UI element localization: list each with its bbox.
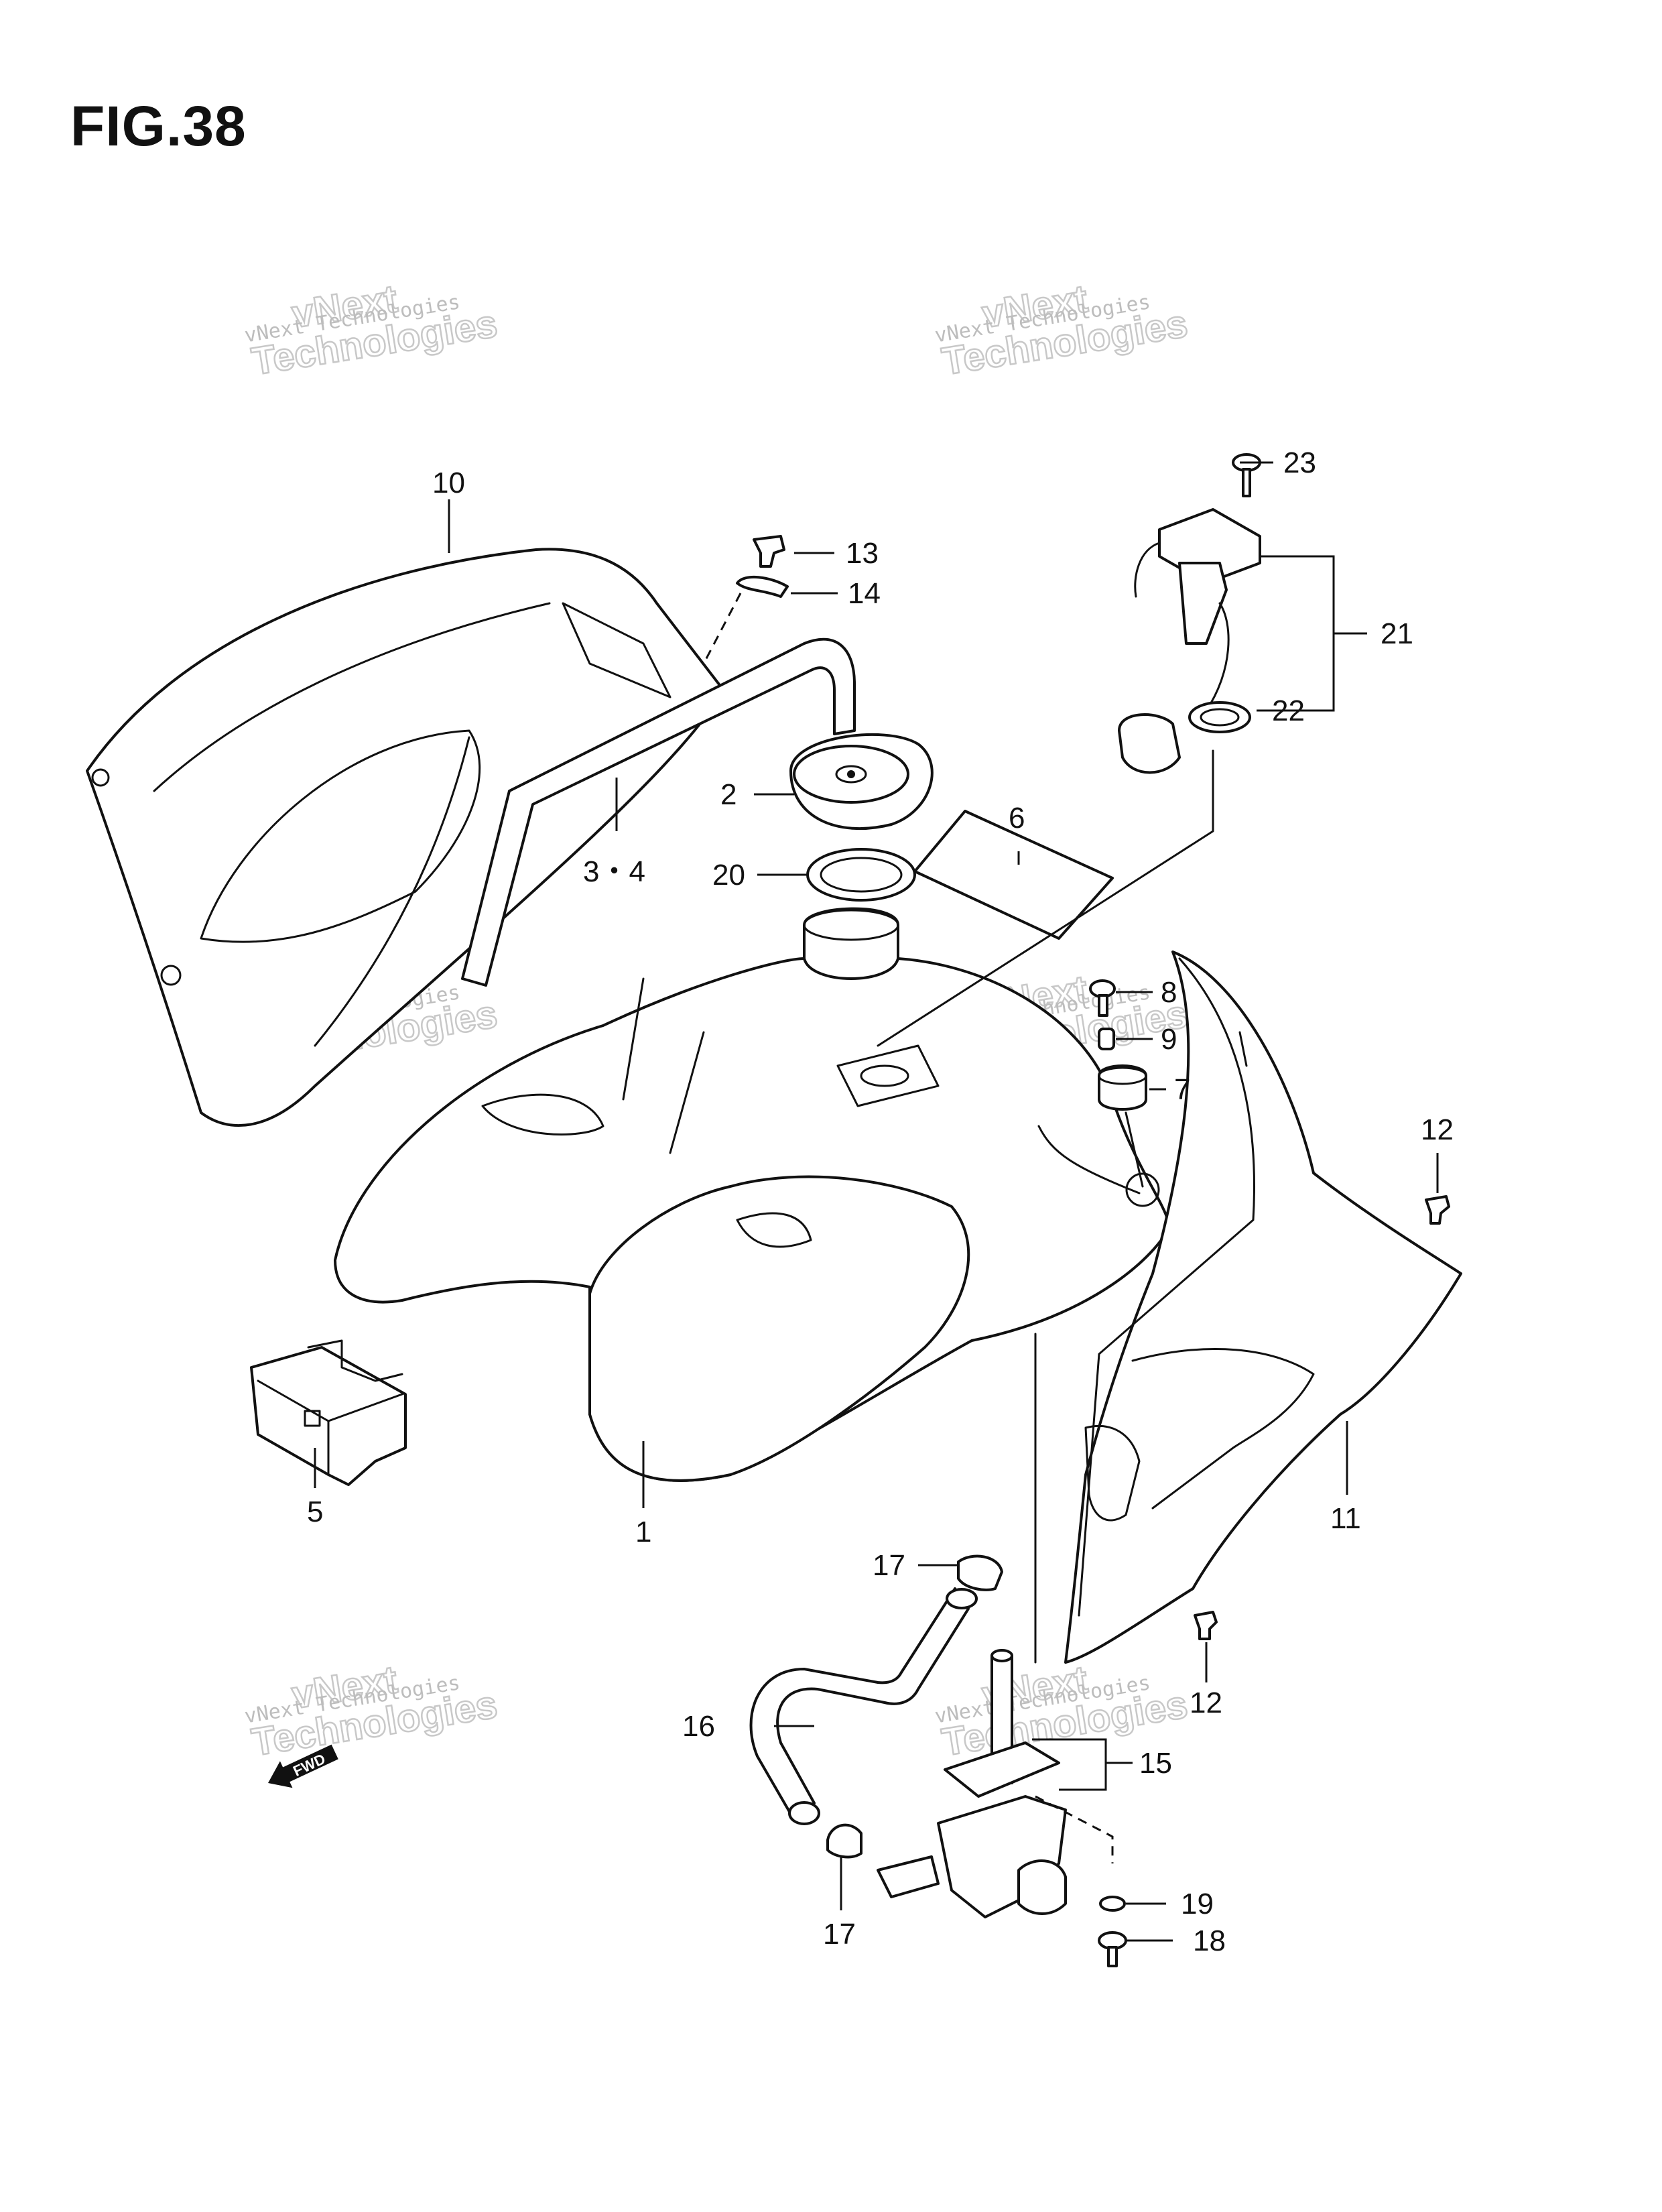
callout-labels: 10 13 14 2 20 3・4 6 23 21 22 8 9 7 12 11… — [307, 446, 1454, 1957]
callout-21: 21 — [1381, 617, 1413, 650]
gauge-assembly-line — [877, 749, 1214, 1047]
watermark: Technologies vNext vNext Technologies — [243, 1657, 501, 1766]
part-1-fuel-tank — [334, 907, 1170, 1482]
callout-2: 2 — [720, 778, 737, 811]
part-13-clip — [753, 535, 785, 568]
part-20-cap-gasket — [806, 848, 916, 902]
part-2-fuel-cap — [789, 733, 934, 831]
part-23-screw — [1232, 453, 1261, 497]
callout-13: 13 — [846, 537, 879, 570]
callout-12-lower: 12 — [1190, 1686, 1222, 1719]
callout-20: 20 — [712, 859, 745, 892]
callout-15: 15 — [1139, 1747, 1172, 1780]
callout-9: 9 — [1161, 1023, 1177, 1056]
part-3-4-breather-hose — [461, 637, 856, 987]
assembly-dashline — [702, 593, 742, 664]
part-10-left-cover — [86, 548, 725, 1127]
callout-12-upper: 12 — [1421, 1113, 1454, 1146]
part-21-fuel-gauge-unit — [1118, 508, 1261, 774]
callout-17-lower: 17 — [823, 1918, 856, 1951]
part-15-fuel-valve — [877, 1649, 1114, 1918]
part-7-damper — [1098, 1064, 1147, 1111]
part-17-clamp-lower — [826, 1823, 862, 1859]
callout-11: 11 — [1330, 1502, 1361, 1535]
callout-10: 10 — [432, 467, 465, 499]
callout-1: 1 — [635, 1516, 651, 1548]
watermark: Technologies vNext vNext Technologies — [243, 276, 501, 385]
part-9-collar — [1098, 1028, 1115, 1050]
part-12-clip-upper — [1425, 1195, 1450, 1225]
part-18-bolt — [1098, 1931, 1127, 1967]
callout-22: 22 — [1272, 694, 1305, 727]
figure-title: FIG.38 — [70, 95, 247, 158]
callout-7: 7 — [1174, 1073, 1190, 1106]
watermark: Technologies vNext vNext Technologies — [933, 276, 1191, 385]
part-5-bracket — [250, 1339, 407, 1486]
part-11-right-cover — [1064, 950, 1462, 1664]
part-19-washer — [1099, 1896, 1126, 1912]
leader-lines — [314, 461, 1439, 1942]
callout-14: 14 — [848, 577, 881, 610]
part-8-bolt — [1089, 979, 1116, 1017]
callout-19: 19 — [1181, 1888, 1214, 1920]
part-17-clamp-upper — [957, 1554, 1003, 1591]
callout-5: 5 — [307, 1495, 323, 1528]
callout-23: 23 — [1283, 446, 1316, 479]
part-16-fuel-hose — [749, 1587, 978, 1825]
callout-18: 18 — [1193, 1924, 1226, 1957]
callout-6: 6 — [1009, 802, 1025, 835]
part-14-clamp — [736, 575, 789, 598]
part-12-clip-lower — [1194, 1611, 1218, 1640]
callout-16: 16 — [682, 1710, 715, 1743]
callout-17-upper: 17 — [873, 1549, 905, 1582]
callout-8: 8 — [1161, 976, 1177, 1009]
damper-assembly-line — [1125, 1111, 1144, 1188]
callout-3-4: 3・4 — [583, 855, 645, 888]
part-6-sheet — [913, 810, 1114, 940]
part-22-gauge-gasket — [1188, 701, 1251, 733]
